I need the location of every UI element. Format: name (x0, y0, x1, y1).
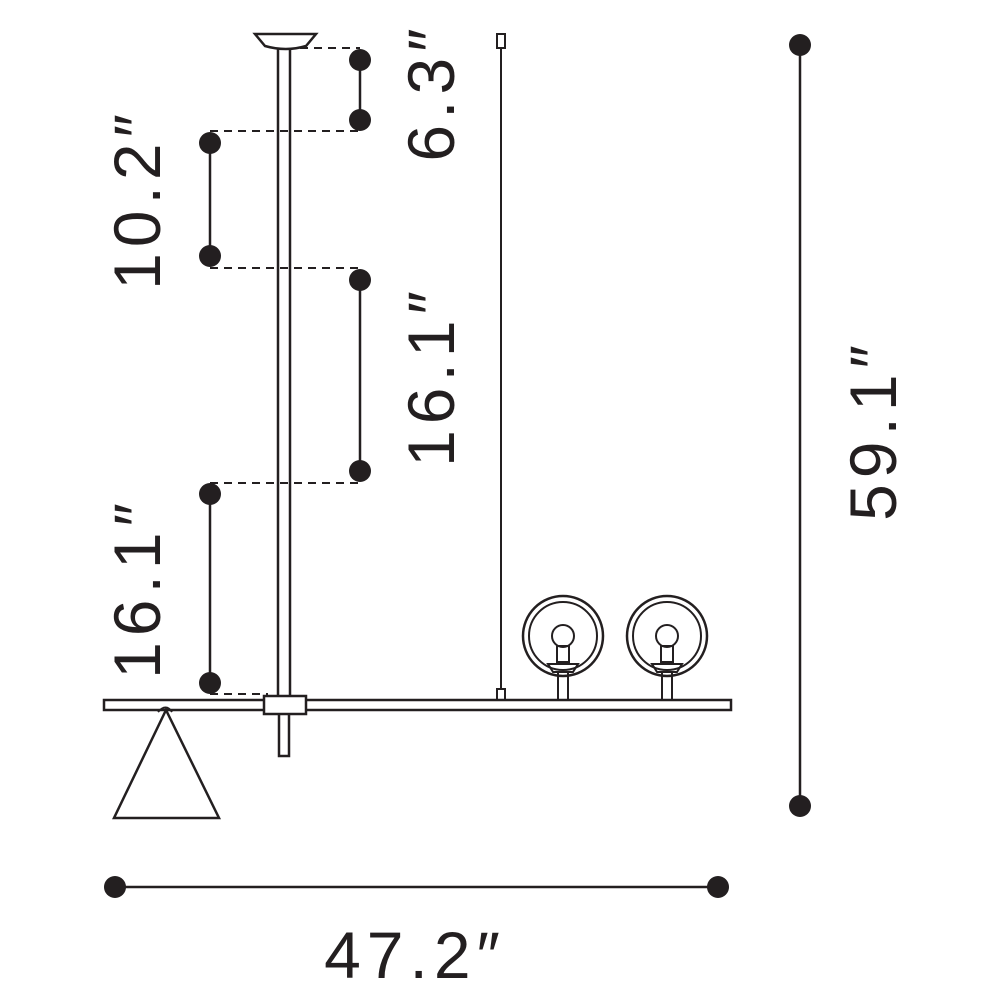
label-rod-segment-2: 16.1″ (394, 285, 468, 467)
rod-bottom-stub (277, 710, 291, 758)
globe-light-2 (625, 594, 709, 701)
extension-lines (210, 47, 360, 695)
label-canopy-drop: 6.3″ (394, 22, 468, 161)
dim-overall-width (104, 876, 729, 898)
dim-canopy-drop (349, 49, 371, 131)
wire-top-clip (496, 33, 506, 49)
wire-bottom-clip (496, 688, 506, 701)
globe-light-1 (521, 594, 605, 701)
dim-rod-segment-3 (199, 483, 221, 694)
ceiling-canopy (252, 32, 319, 51)
horizontal-arm (102, 698, 733, 712)
label-rod-segment-1: 10.2″ (100, 108, 174, 290)
label-overall-height: 59.1″ (836, 339, 910, 521)
dim-rod-segment-1 (199, 132, 221, 267)
dim-rod-segment-2 (349, 269, 371, 482)
center-hub (262, 694, 308, 716)
label-overall-width: 47.2″ (324, 918, 506, 992)
cone-shade (112, 706, 222, 820)
fixture (102, 32, 733, 820)
label-rod-segment-3: 16.1″ (100, 497, 174, 679)
dim-overall-height (789, 34, 811, 817)
